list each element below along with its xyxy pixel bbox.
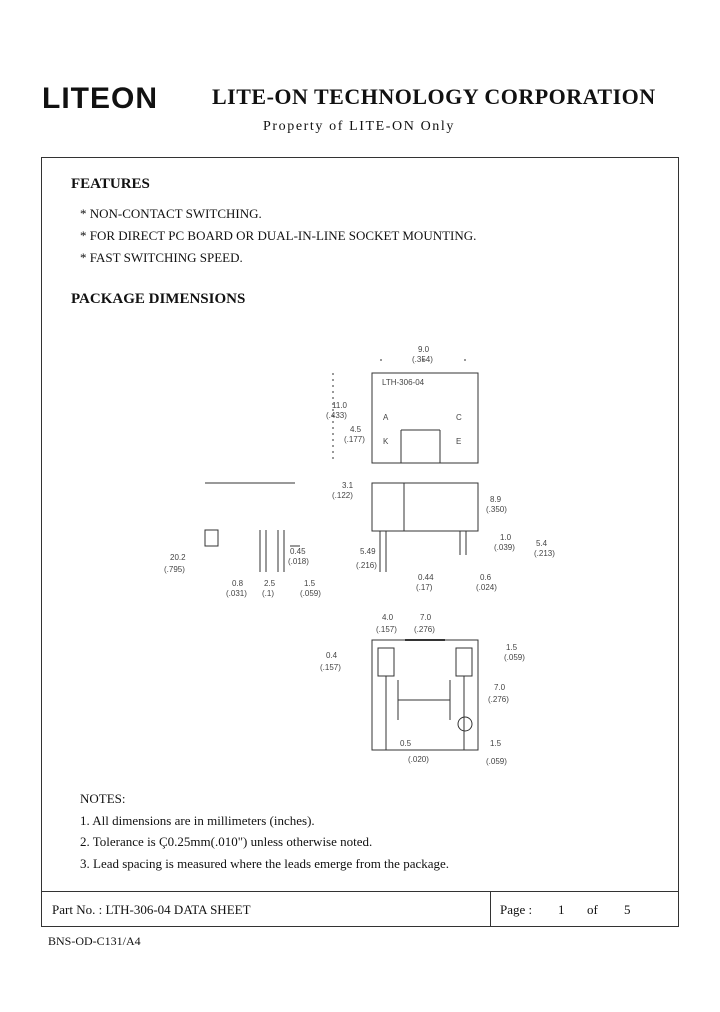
dim-label: (.17) — [416, 583, 433, 592]
pin-label: A — [383, 413, 389, 422]
dim-label: 5.4 — [536, 539, 548, 548]
front-view-outline — [371, 639, 479, 751]
dim-label: (.213) — [534, 549, 555, 558]
dim-label: 7.0 — [420, 613, 432, 622]
dim-label: (.122) — [332, 491, 353, 500]
page-total: 5 — [624, 902, 631, 917]
dim-label: (.354) — [412, 355, 433, 364]
dim-label: (.059) — [486, 757, 507, 766]
dim-label: 0.5 — [400, 739, 412, 748]
part-number: Part No. : LTH-306-04 DATA SHEET — [52, 902, 251, 917]
datasheet-frame — [41, 157, 679, 892]
pin-label: C — [456, 413, 462, 422]
feature-item: * FOR DIRECT PC BOARD OR DUAL-IN-LINE SO… — [80, 228, 477, 243]
features-heading: FEATURES — [71, 176, 150, 192]
dim-label: 0.45 — [290, 547, 306, 556]
dim-label: 0.6 — [480, 573, 492, 582]
ownership-notice: Property of LITE-ON Only — [263, 119, 455, 134]
part-label: LTH-306-04 — [382, 378, 425, 387]
side-view-outline — [371, 482, 479, 532]
package-dimensions-heading: PACKAGE DIMENSIONS — [71, 291, 246, 307]
dim-label: (.059) — [300, 589, 321, 598]
dim-label: (.1) — [262, 589, 274, 598]
dim-label: 0.4 — [326, 651, 338, 660]
of-label: of — [587, 902, 598, 917]
dim-label: (.018) — [288, 557, 309, 566]
dim-label: 0.44 — [418, 573, 434, 582]
dim-label: (.433) — [326, 411, 347, 420]
dim-label: 8.9 — [490, 495, 502, 504]
dim-label: (.031) — [226, 589, 247, 598]
dim-label: 20.2 — [170, 553, 186, 562]
dim-label: (.216) — [356, 561, 377, 570]
dim-label: (.059) — [504, 653, 525, 662]
dim-label: (.177) — [344, 435, 365, 444]
document-code: BNS-OD-C131/A4 — [48, 934, 141, 948]
dim-label: 1.0 — [500, 533, 512, 542]
dim-label: (.157) — [320, 663, 341, 672]
feature-item: * NON-CONTACT SWITCHING. — [80, 206, 262, 221]
package-dimensions-drawing: 9.0 (.354) LTH-306-04 A K C E 11.0 (.433… — [164, 345, 555, 766]
top-view-outline — [371, 372, 479, 464]
dim-label: 1.5 — [490, 739, 502, 748]
company-name: LITE-ON TECHNOLOGY CORPORATION — [212, 84, 656, 109]
dim-label: 2.5 — [264, 579, 276, 588]
note-item: 1. All dimensions are in millimeters (in… — [80, 813, 315, 828]
dim-label: 1.5 — [304, 579, 316, 588]
pin-label: E — [456, 437, 461, 446]
dim-label: (.795) — [164, 565, 185, 574]
dim-label: 9.0 — [418, 345, 430, 354]
note-item: 2. Tolerance is Ç0.25mm(.010") unless ot… — [80, 834, 373, 849]
footer-table: Part No. : LTH-306-04 DATA SHEET Page : … — [41, 891, 679, 927]
dim-label: (.024) — [476, 583, 497, 592]
notes-heading: NOTES: — [80, 791, 126, 806]
page-number: 1 — [558, 902, 565, 917]
dim-label: 3.1 — [342, 481, 354, 490]
dim-label: 7.0 — [494, 683, 506, 692]
dim-label: (.157) — [376, 625, 397, 634]
note-item: 3. Lead spacing is measured where the le… — [80, 856, 450, 871]
dim-label: 11.0 — [332, 401, 348, 410]
dim-label: (.276) — [488, 695, 509, 704]
dim-label: 1.5 — [506, 643, 518, 652]
liteon-logo: LITEON — [42, 82, 158, 115]
mounting-hole — [457, 716, 473, 732]
page-label: Page : — [500, 902, 533, 917]
pin-label: K — [383, 437, 389, 446]
dim-label: (.276) — [414, 625, 435, 634]
dim-label: (.039) — [494, 543, 515, 552]
dim-label: (.020) — [408, 755, 429, 764]
dim-label: 4.0 — [382, 613, 394, 622]
dim-label: (.350) — [486, 505, 507, 514]
feature-item: * FAST SWITCHING SPEED. — [80, 250, 243, 265]
dim-label: 0.8 — [232, 579, 244, 588]
dim-label: 4.5 — [350, 425, 362, 434]
dim-label: 5.49 — [360, 547, 376, 556]
